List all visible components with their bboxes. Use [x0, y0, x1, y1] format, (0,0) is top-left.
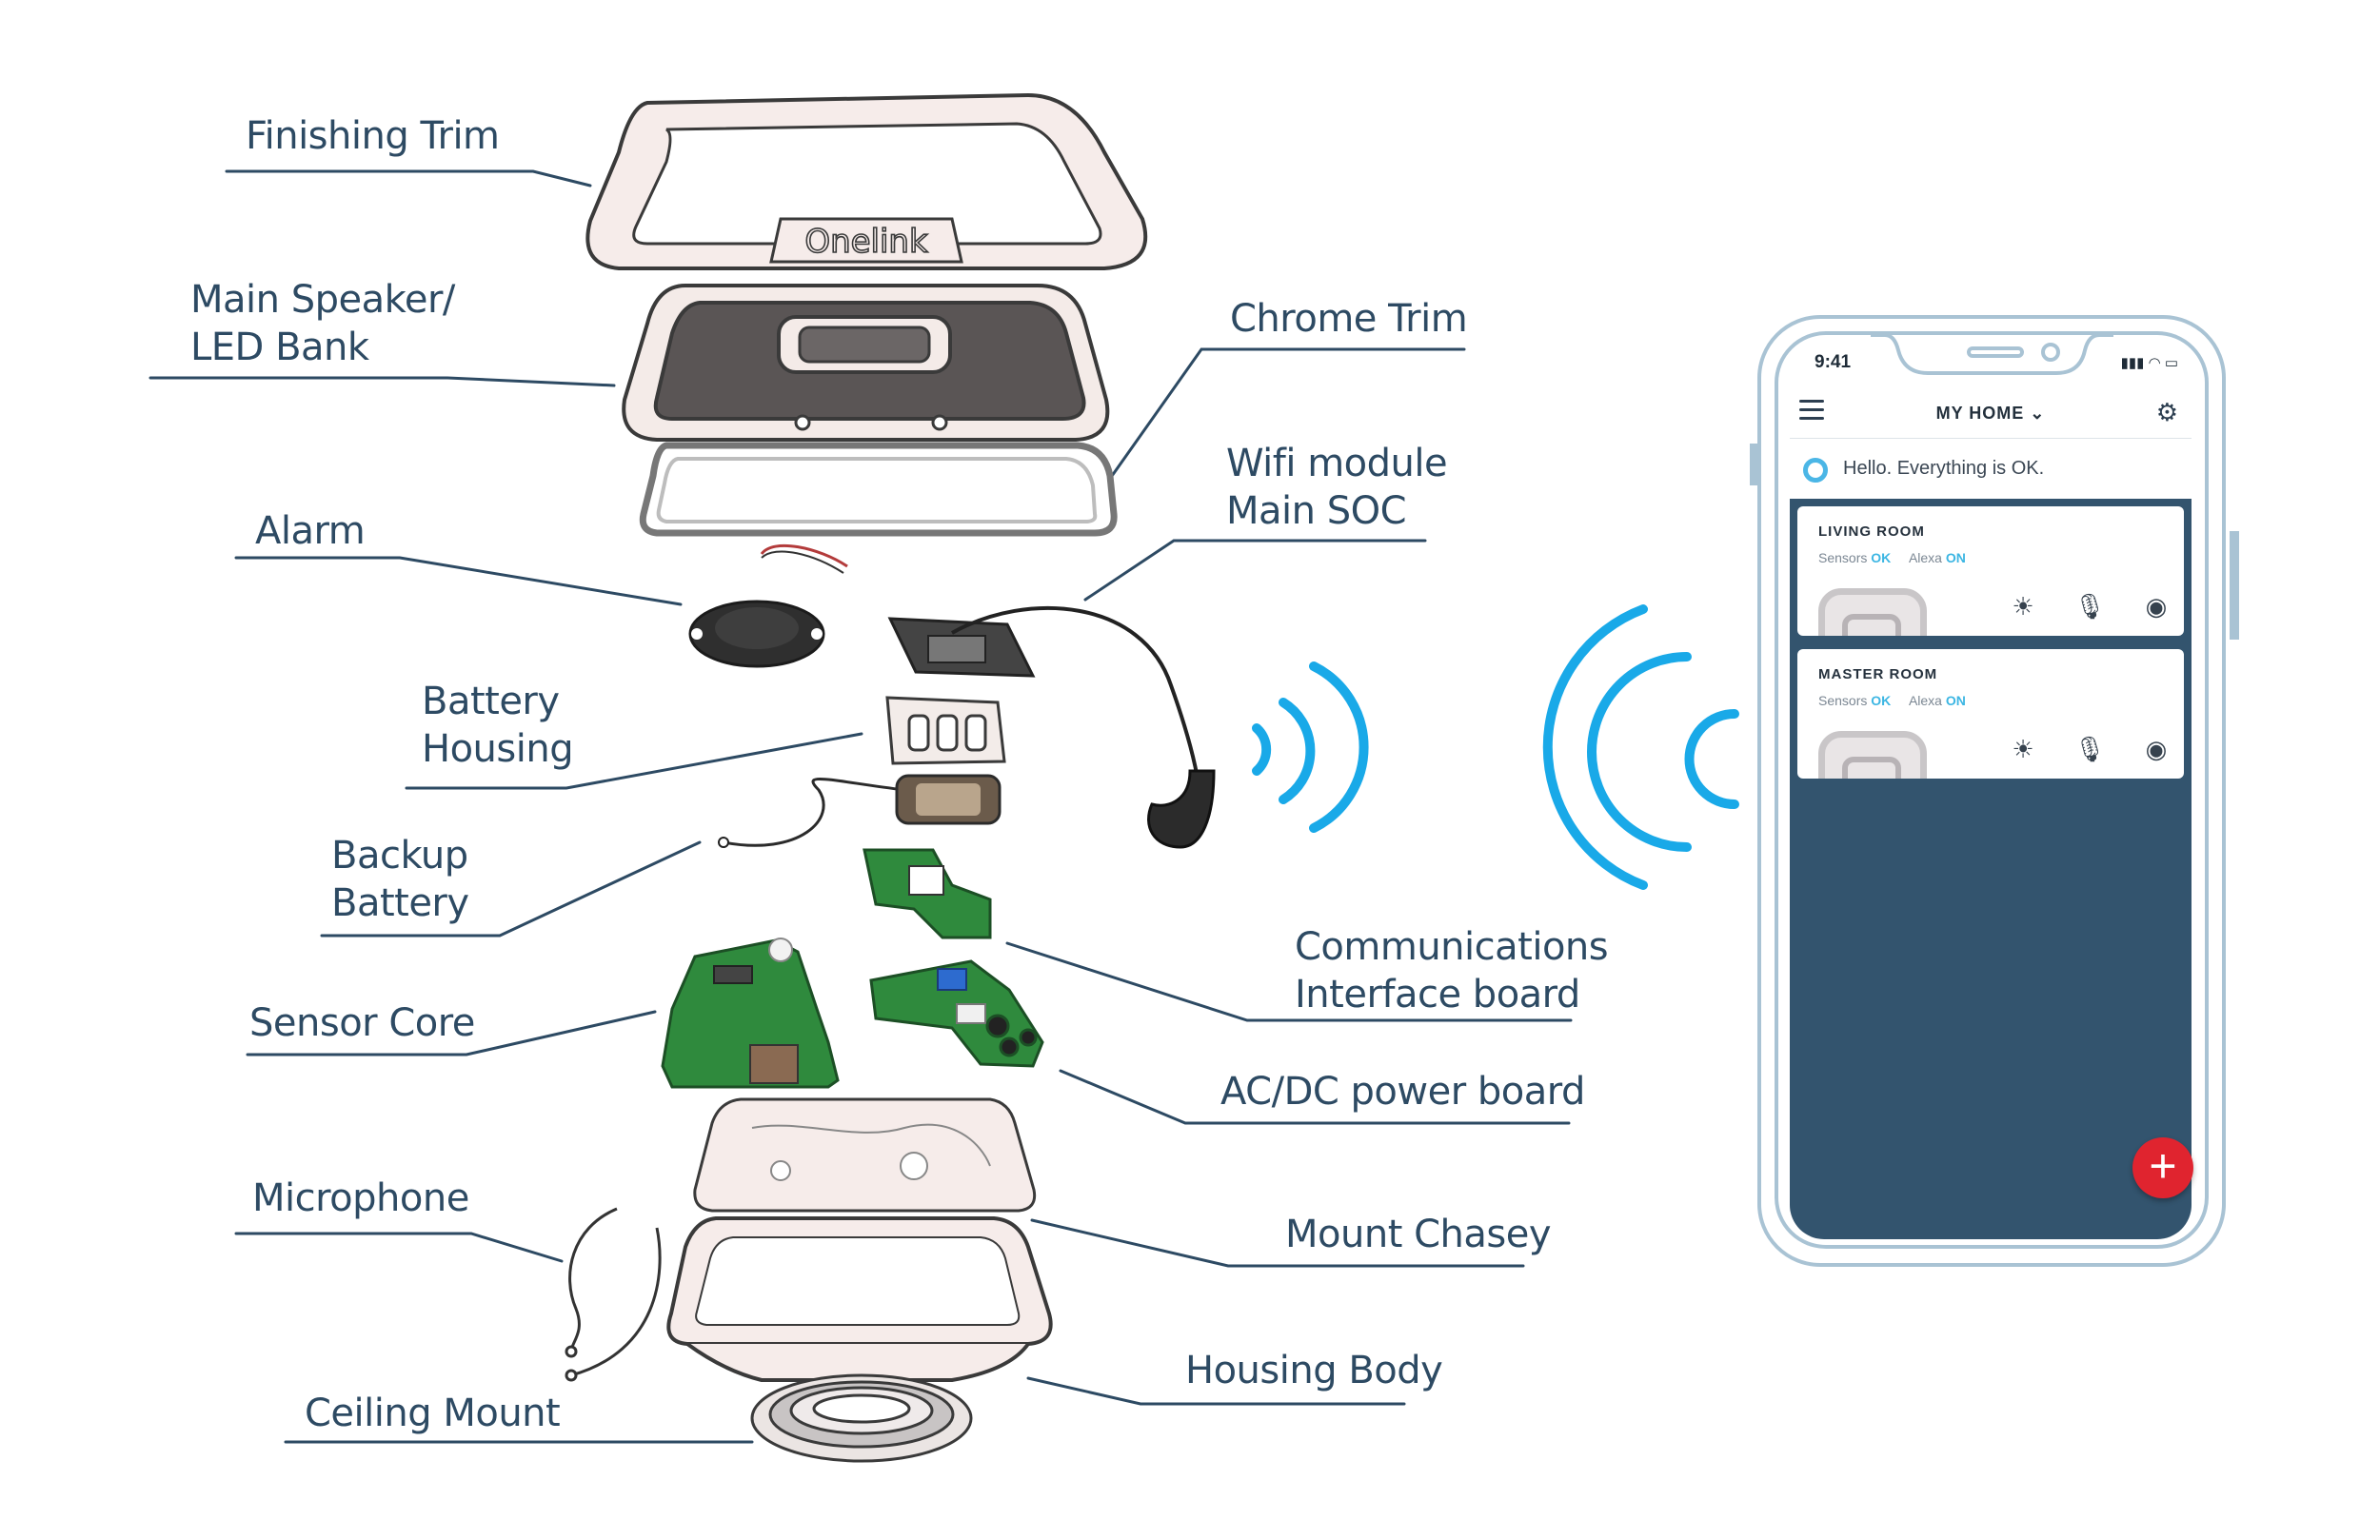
target-icon[interactable]: ◉ — [2145, 592, 2168, 621]
label-housing-body: Housing Body — [1185, 1349, 1443, 1392]
rooms-panel: LIVING ROOM Sensors OK Alexa ON ☀ 🎙 ◉ MA… — [1790, 499, 2192, 1239]
status-message: Hello. Everything is OK. — [1843, 458, 2045, 479]
add-button[interactable]: + — [2132, 1137, 2193, 1198]
label-backup-battery-2: Battery — [331, 881, 469, 925]
label-communications: Communications — [1295, 925, 1609, 969]
wifi-module-part — [887, 605, 1216, 849]
housing-body-part — [666, 1216, 1053, 1382]
leader-finishing-trim — [225, 169, 592, 188]
leader-sensor-core — [246, 1010, 657, 1056]
hamburger-icon[interactable] — [1799, 400, 1824, 421]
label-backup-battery-1: Backup — [331, 834, 468, 878]
sun-icon[interactable]: ☀ — [2012, 592, 2034, 621]
label-main-soc: Main SOC — [1226, 489, 1407, 533]
battery-housing-part — [885, 696, 1006, 765]
gear-icon[interactable]: ⚙ — [2155, 398, 2178, 426]
target-icon[interactable]: ◉ — [2145, 735, 2168, 763]
device-thumbnail — [1818, 731, 1927, 779]
room-title: MASTER ROOM — [1818, 666, 1938, 682]
leader-comms — [1005, 941, 1573, 1022]
main-speaker-part — [622, 284, 1110, 442]
chevron-down-icon: ⌄ — [2030, 404, 2046, 423]
wifi-waves-left — [1252, 661, 1369, 833]
label-main-speaker: Main Speaker/ — [190, 278, 455, 322]
chrome-trim-part — [639, 442, 1118, 537]
ceiling-mount-part — [750, 1373, 973, 1463]
label-ceiling-mount: Ceiling Mount — [305, 1392, 561, 1435]
sun-icon[interactable]: ☀ — [2012, 735, 2034, 763]
wifi-waves-right — [1542, 604, 1739, 890]
leader-wifi — [1083, 539, 1427, 602]
device-thumbnail — [1818, 588, 1927, 636]
label-microphone: Microphone — [252, 1176, 469, 1220]
label-acdc-board: AC/DC power board — [1220, 1070, 1585, 1114]
acdc-board-part — [869, 959, 1044, 1068]
alexa-label: Alexa — [1908, 693, 1942, 708]
room-card-master[interactable]: MASTER ROOM Sensors OK Alexa ON ☀ 🎙 ◉ — [1797, 649, 2184, 779]
label-battery-housing-1: Battery — [422, 680, 560, 723]
label-alarm: Alarm — [255, 509, 366, 553]
microphone-icon[interactable]: 🎙 — [2073, 592, 2106, 621]
alexa-value: ON — [1945, 693, 1966, 708]
label-led-bank: LED Bank — [190, 326, 369, 369]
room-status: Sensors OK Alexa ON — [1818, 550, 1966, 565]
leader-housing-body — [1026, 1376, 1406, 1406]
sensors-label: Sensors — [1818, 693, 1868, 708]
leader-chrome-trim — [1110, 347, 1466, 478]
leader-alarm — [234, 556, 683, 606]
room-card-living[interactable]: LIVING ROOM Sensors OK Alexa ON ☀ 🎙 ◉ — [1797, 506, 2184, 636]
label-finishing-trim: Finishing Trim — [246, 114, 500, 158]
finishing-trim-part: Onelink — [585, 92, 1148, 270]
backup-battery-part — [718, 774, 1002, 848]
leader-microphone — [234, 1232, 564, 1263]
phone-screen: 9:41 ▮▮▮ ◠ ▭ MY HOME ⌄ ⚙ Hello. Everythi… — [1790, 352, 2193, 1239]
sensor-core-part — [661, 938, 840, 1089]
mount-chasey-part — [693, 1097, 1037, 1213]
label-sensor-core: Sensor Core — [249, 1001, 475, 1045]
label-wifi-module: Wifi module — [1226, 442, 1448, 485]
sensors-value: OK — [1871, 550, 1892, 565]
sensors-value: OK — [1871, 693, 1892, 708]
leader-battery-housing — [405, 732, 863, 790]
room-status: Sensors OK Alexa ON — [1818, 693, 1966, 708]
label-mount-chasey: Mount Chasey — [1285, 1213, 1552, 1256]
leader-acdc — [1059, 1069, 1571, 1125]
label-interface-board: Interface board — [1295, 973, 1580, 1017]
home-selector[interactable]: MY HOME ⌄ — [1790, 404, 2192, 424]
status-ok-icon — [1803, 458, 1828, 483]
alexa-value: ON — [1945, 550, 1966, 565]
status-time: 9:41 — [1815, 352, 1852, 372]
home-title: MY HOME — [1935, 404, 2025, 423]
leader-mount-chasey — [1030, 1218, 1525, 1268]
status-bar: Hello. Everything is OK. — [1790, 438, 2192, 500]
sensors-label: Sensors — [1818, 550, 1868, 565]
onelink-logo: Onelink — [804, 223, 928, 261]
comms-board-part — [863, 848, 992, 939]
label-battery-housing-2: Housing — [422, 727, 574, 771]
label-chrome-trim: Chrome Trim — [1230, 297, 1468, 341]
status-icons: ▮▮▮ ◠ ▭ — [2120, 355, 2178, 371]
microphone-icon[interactable]: 🎙 — [2073, 735, 2106, 763]
leader-main-speaker — [149, 376, 616, 387]
alexa-label: Alexa — [1908, 550, 1942, 565]
alarm-part — [688, 543, 848, 668]
app-header: MY HOME ⌄ ⚙ — [1790, 392, 2192, 436]
microphone-part — [565, 1207, 662, 1382]
leader-backup-battery — [320, 840, 702, 938]
room-title: LIVING ROOM — [1818, 523, 1925, 540]
